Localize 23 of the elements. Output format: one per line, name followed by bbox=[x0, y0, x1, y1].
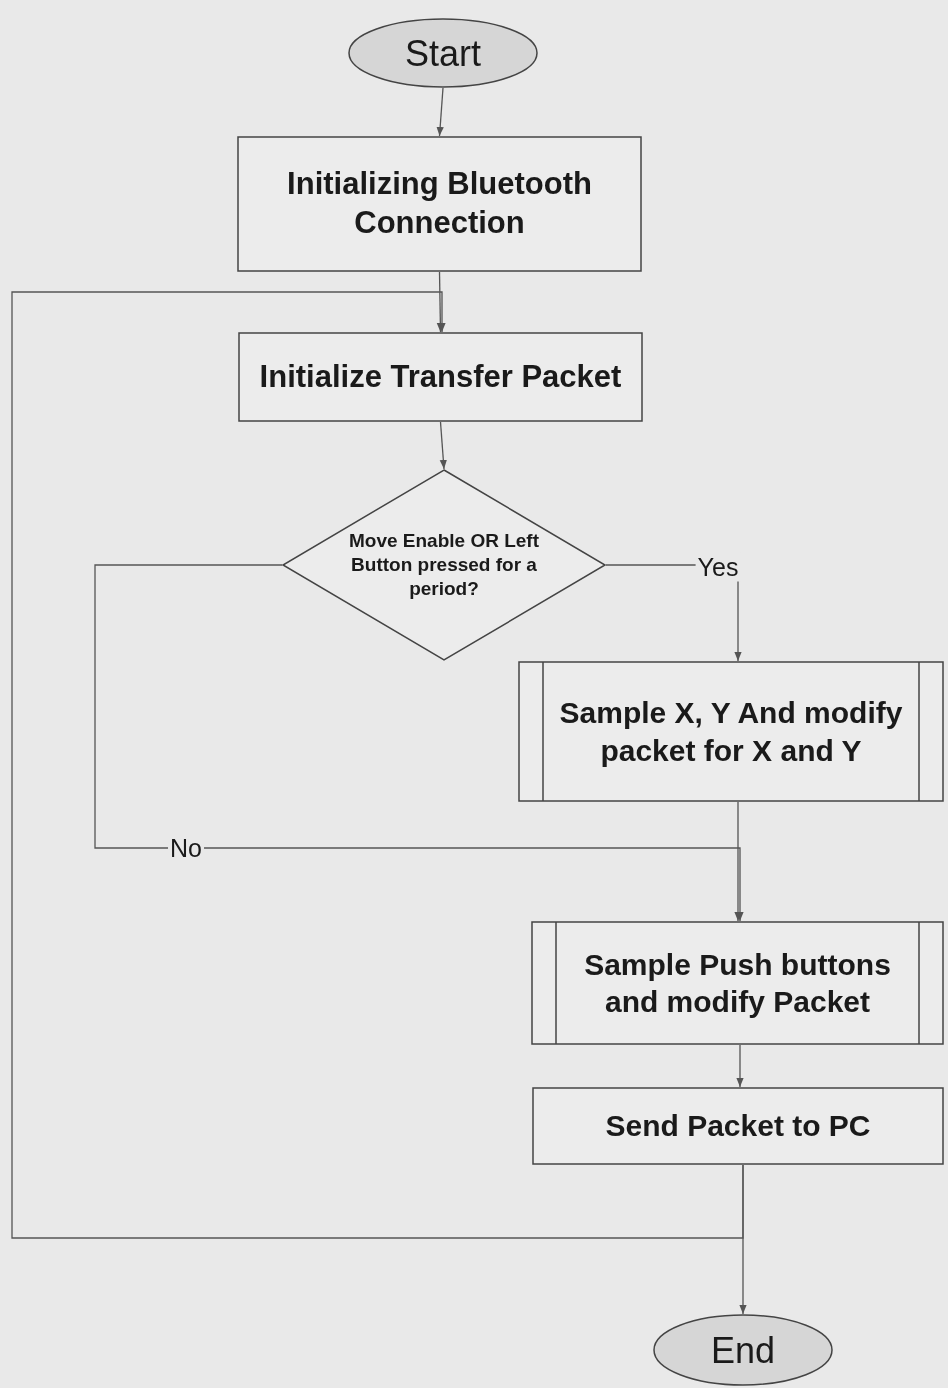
predefined-process-box bbox=[518, 661, 944, 802]
node-label: Send Packet to PC bbox=[605, 1108, 871, 1145]
arrow bbox=[439, 421, 447, 470]
arrow bbox=[11, 291, 744, 1239]
terminal-ellipse bbox=[348, 18, 538, 88]
node-label: Sample Push buttons and modify Packet bbox=[583, 946, 892, 1020]
arrow bbox=[436, 87, 444, 137]
decision-diamond bbox=[282, 469, 606, 661]
arrow bbox=[736, 1044, 744, 1088]
terminal-ellipse bbox=[653, 1314, 833, 1386]
arrow bbox=[436, 271, 444, 333]
node-label: Move Enable OR Left Button pressed for a period? bbox=[348, 529, 540, 601]
predefined-process-box bbox=[531, 921, 944, 1045]
node-label: End bbox=[710, 1328, 776, 1373]
arrow bbox=[734, 801, 742, 922]
node-label: Sample X, Y And modify packet for X and Y bbox=[558, 695, 904, 769]
process-box bbox=[532, 1087, 944, 1165]
node-label: Start bbox=[405, 31, 481, 76]
node-label: Initialize Transfer Packet bbox=[259, 357, 622, 396]
node-label: Initializing Bluetooth Connection bbox=[286, 165, 593, 242]
arrow bbox=[94, 564, 744, 922]
process-box bbox=[237, 136, 642, 272]
process-box bbox=[238, 332, 643, 422]
